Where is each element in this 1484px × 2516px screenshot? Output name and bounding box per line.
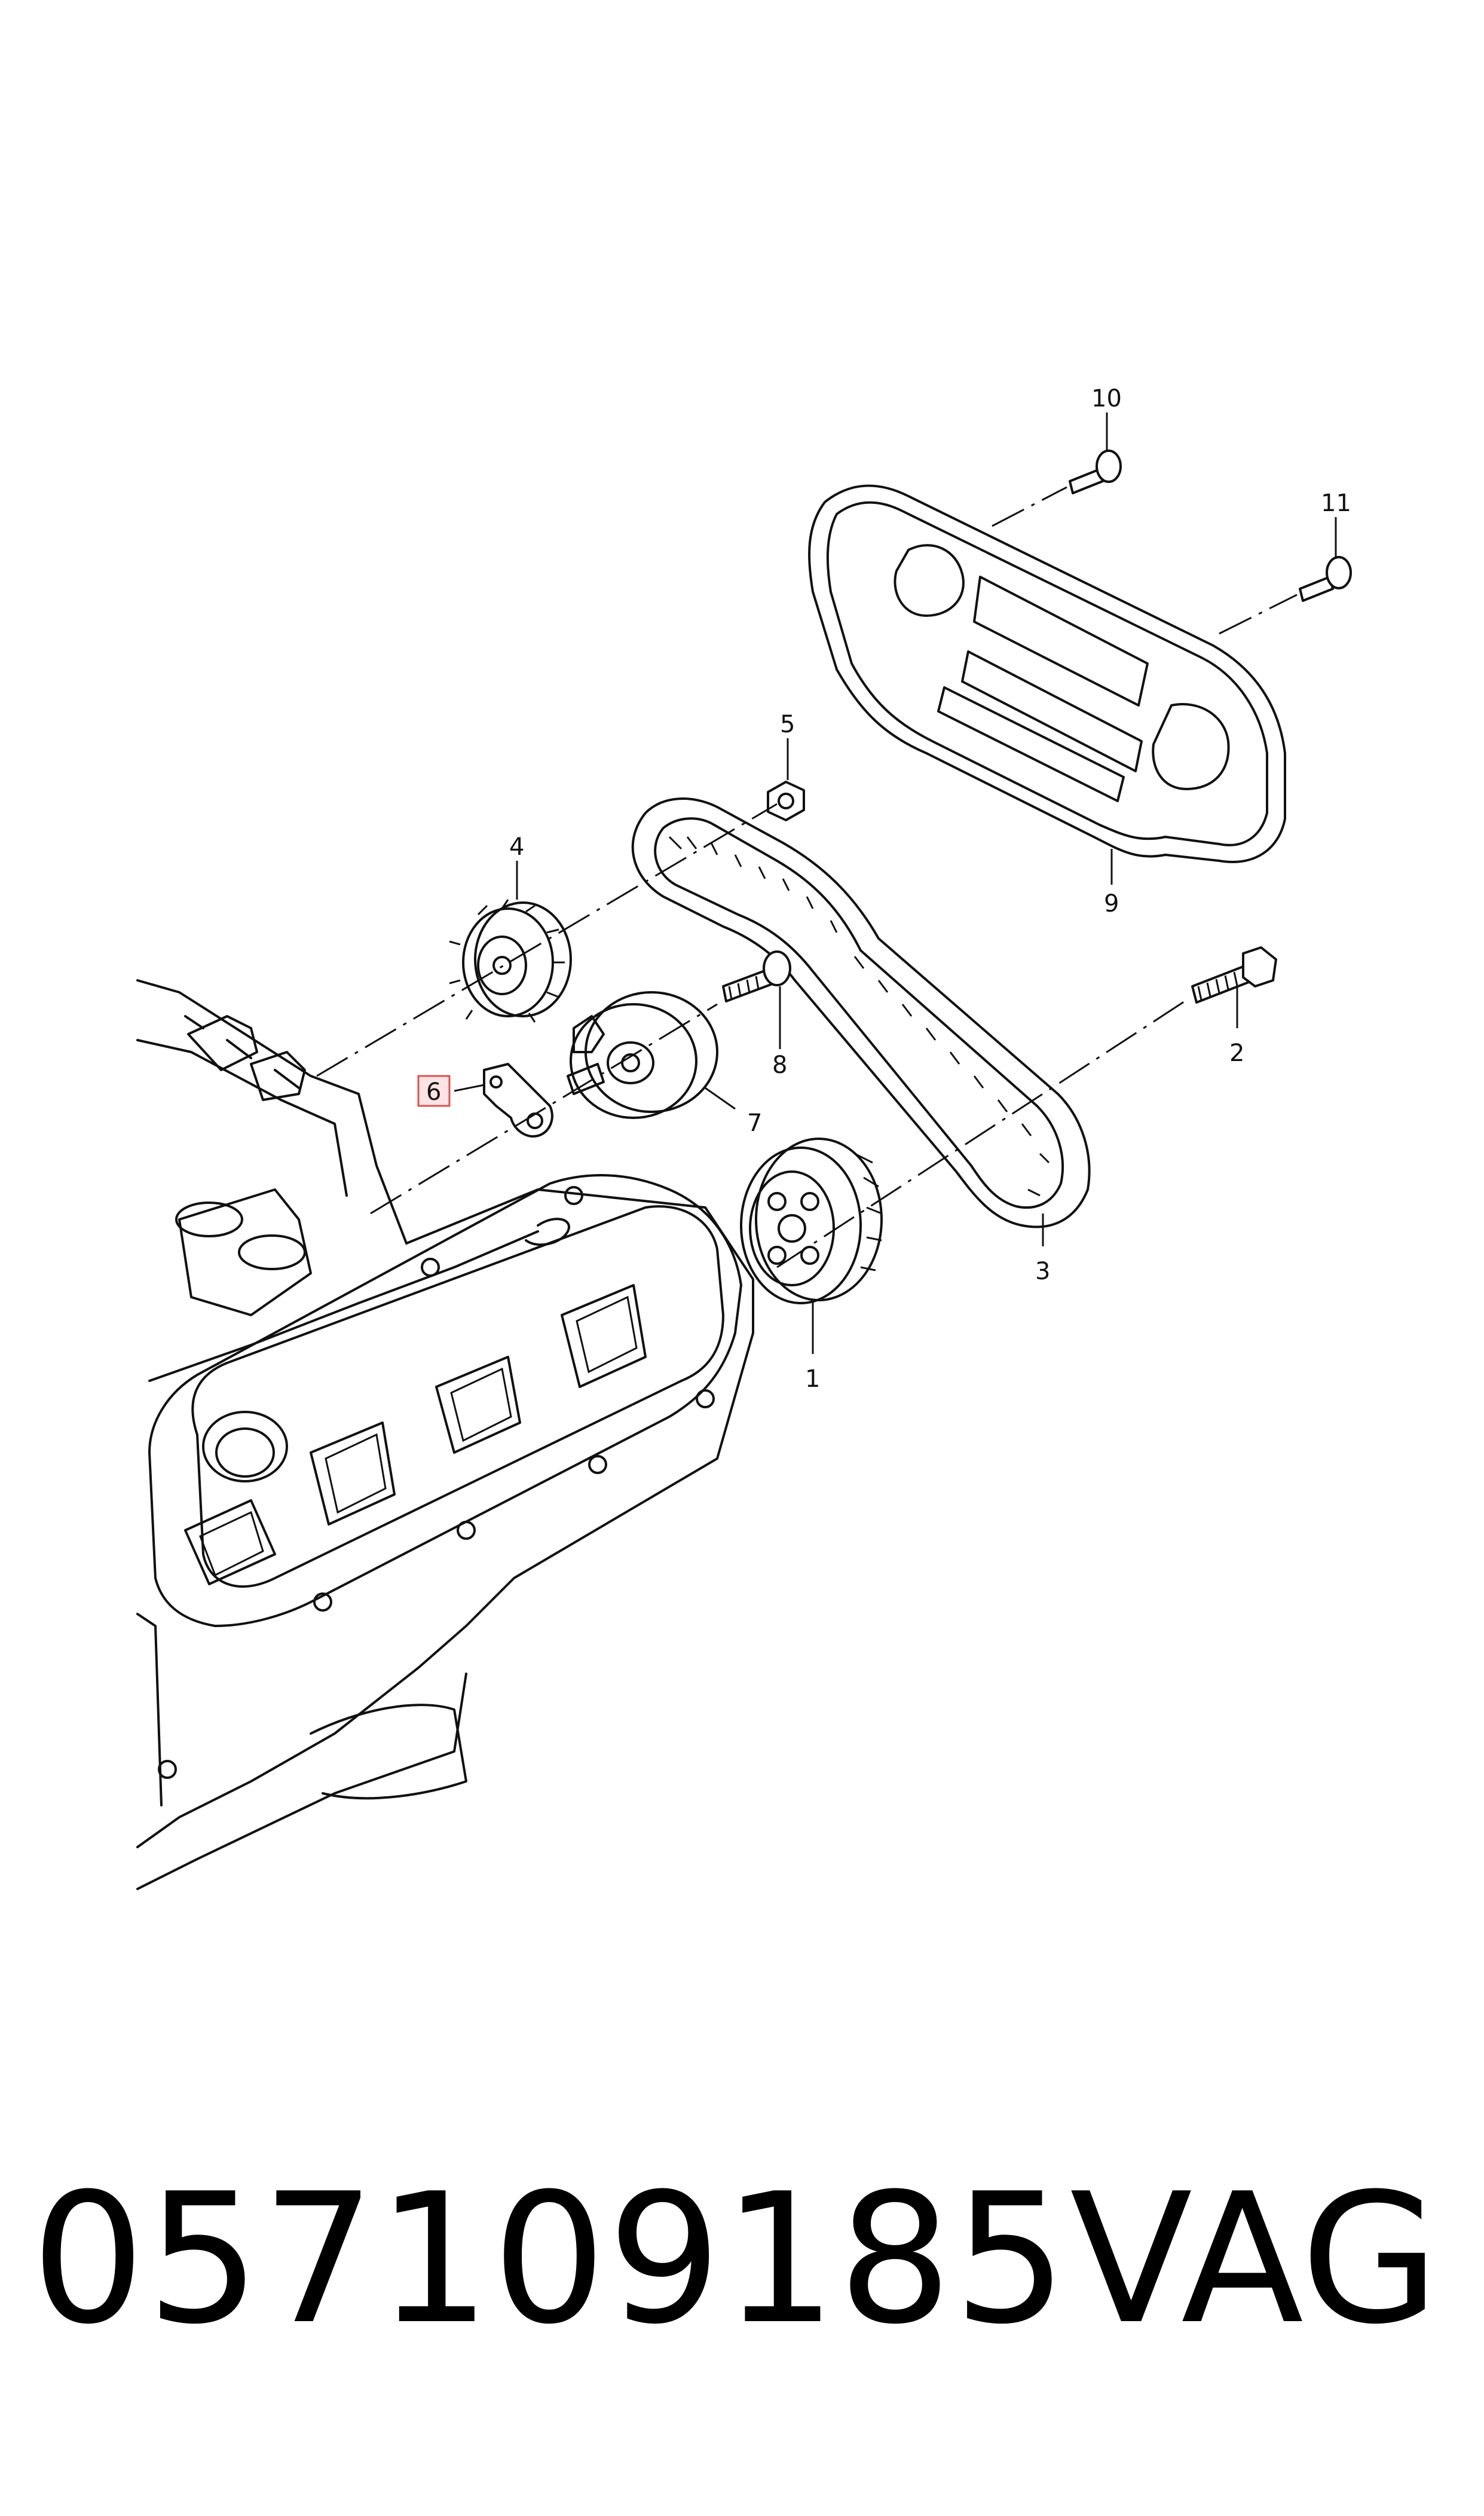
callout-7: 7 bbox=[747, 1109, 762, 1137]
nut bbox=[767, 781, 805, 821]
callout-5: 5 bbox=[780, 711, 795, 738]
tensioner-pulley bbox=[567, 991, 718, 1119]
camshaft-sprocket bbox=[740, 1138, 883, 1304]
callout-3: 3 bbox=[1035, 1258, 1050, 1285]
part-number: 057109185 bbox=[31, 2155, 1069, 2364]
exploded-parts-diagram: 1 2 3 4 5 6 7 8 9 10 11 bbox=[136, 385, 1352, 1890]
callout-8: 8 bbox=[772, 1051, 787, 1079]
callout-11: 11 bbox=[1321, 490, 1351, 517]
engine-block bbox=[136, 979, 754, 1890]
callout-2: 2 bbox=[1229, 1040, 1244, 1067]
timing-cover bbox=[808, 484, 1286, 863]
bolt-2 bbox=[1191, 946, 1277, 1004]
timing-belt bbox=[631, 797, 1091, 1228]
callout-4: 4 bbox=[509, 833, 524, 861]
bolt-8 bbox=[722, 950, 791, 1002]
callout-10: 10 bbox=[1091, 385, 1122, 412]
tensioner-bracket bbox=[483, 1063, 553, 1138]
callout-6-highlight bbox=[417, 1075, 451, 1107]
callout-1: 1 bbox=[805, 1365, 820, 1393]
guide-pulley-sprocket bbox=[449, 899, 572, 1023]
callout-9: 9 bbox=[1104, 890, 1119, 918]
assembly-axes bbox=[316, 486, 1298, 1268]
leader-lines bbox=[454, 412, 1337, 1354]
brand-name: VAG bbox=[1070, 2155, 1440, 2364]
bolt-11 bbox=[1299, 556, 1352, 602]
callout-6[interactable]: 6 bbox=[426, 1078, 441, 1106]
bolt-10 bbox=[1069, 450, 1122, 494]
